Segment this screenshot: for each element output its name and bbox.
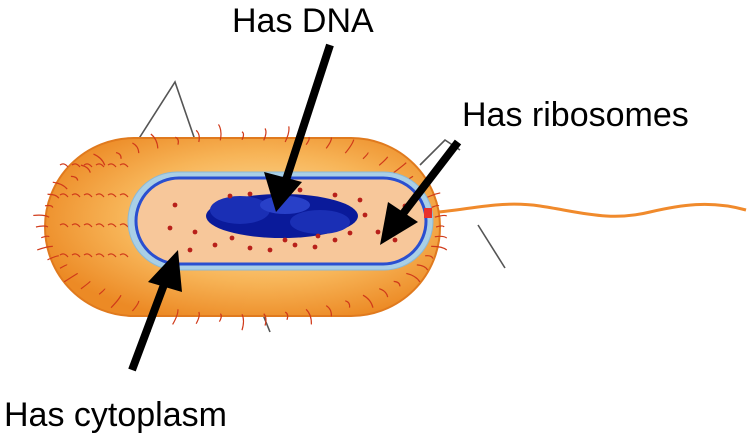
ribosome-dot <box>228 194 233 199</box>
ribosome-dot <box>333 238 338 243</box>
ribosome-dot <box>393 238 398 243</box>
ribosome-dot <box>333 193 338 198</box>
ribosome-dot <box>316 234 321 239</box>
ribosome-dot <box>293 243 298 248</box>
cytoplasm-label: Has cytoplasm <box>4 398 227 432</box>
ribosome-dot <box>248 246 253 251</box>
ribosome-dot <box>248 192 253 197</box>
capsule-hair <box>36 226 48 227</box>
ribosome-dot <box>230 236 235 241</box>
flagellum <box>428 204 746 216</box>
ribosome-dot <box>348 231 353 236</box>
ribosome-dot <box>193 230 198 235</box>
ribosome-dot <box>213 243 218 248</box>
ribosome-dot <box>168 226 173 231</box>
capsule-hair <box>60 164 68 167</box>
ribosome-dot <box>173 203 178 208</box>
ribosome-dot <box>313 245 318 250</box>
ribosome-dot <box>283 238 288 243</box>
ribosome-dot <box>358 198 363 203</box>
ribosome-dot <box>298 188 303 193</box>
ribosome-dot <box>363 213 368 218</box>
ribosome-dot <box>188 248 193 253</box>
ribosomes-label: Has ribosomes <box>462 98 689 132</box>
ribosome-dot <box>268 248 273 253</box>
pole-spot <box>424 208 432 218</box>
dna-label: Has DNA <box>232 4 374 38</box>
ribosome-dot <box>376 230 381 235</box>
